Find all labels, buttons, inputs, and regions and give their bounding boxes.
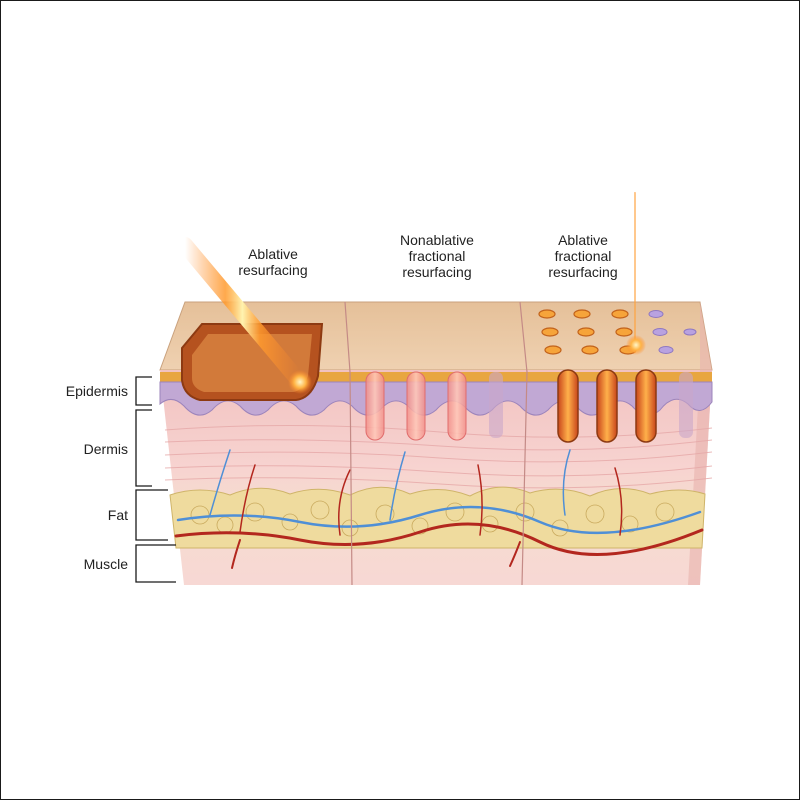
label-muscle: Muscle xyxy=(83,556,128,572)
layer-brackets xyxy=(135,376,176,583)
title-fractional-line1: Ablative xyxy=(558,232,608,248)
label-epidermis: Epidermis xyxy=(65,383,128,399)
title-fractional: Ablative fractional resurfacing xyxy=(518,232,648,280)
laser-beam-ablative xyxy=(177,237,308,390)
title-ablative-line2: resurfacing xyxy=(238,262,308,278)
veins xyxy=(176,449,702,535)
surface-holes xyxy=(538,309,637,355)
label-fat: Fat xyxy=(107,507,128,523)
title-nonablative-line3: resurfacing xyxy=(402,264,472,280)
ablative-fractional-channels xyxy=(557,369,693,443)
title-fractional-line3: resurfacing xyxy=(548,264,618,280)
laser-beam-fractional xyxy=(626,192,644,353)
title-fractional-line2: fractional xyxy=(554,248,612,264)
title-ablative-line1: Ablative xyxy=(248,246,298,262)
title-nonablative-line1: Nonablative xyxy=(400,232,474,248)
arteries xyxy=(174,464,704,569)
label-dermis: Dermis xyxy=(83,441,128,457)
untreated-spots xyxy=(648,310,697,354)
dermis-fibers xyxy=(164,424,713,489)
title-ablative: Ablative resurfacing xyxy=(208,246,338,278)
title-nonablative: Nonablative fractional resurfacing xyxy=(372,232,502,280)
fat-layer xyxy=(169,486,706,549)
title-nonablative-line2: fractional xyxy=(408,248,466,264)
section-dividers xyxy=(344,301,528,586)
